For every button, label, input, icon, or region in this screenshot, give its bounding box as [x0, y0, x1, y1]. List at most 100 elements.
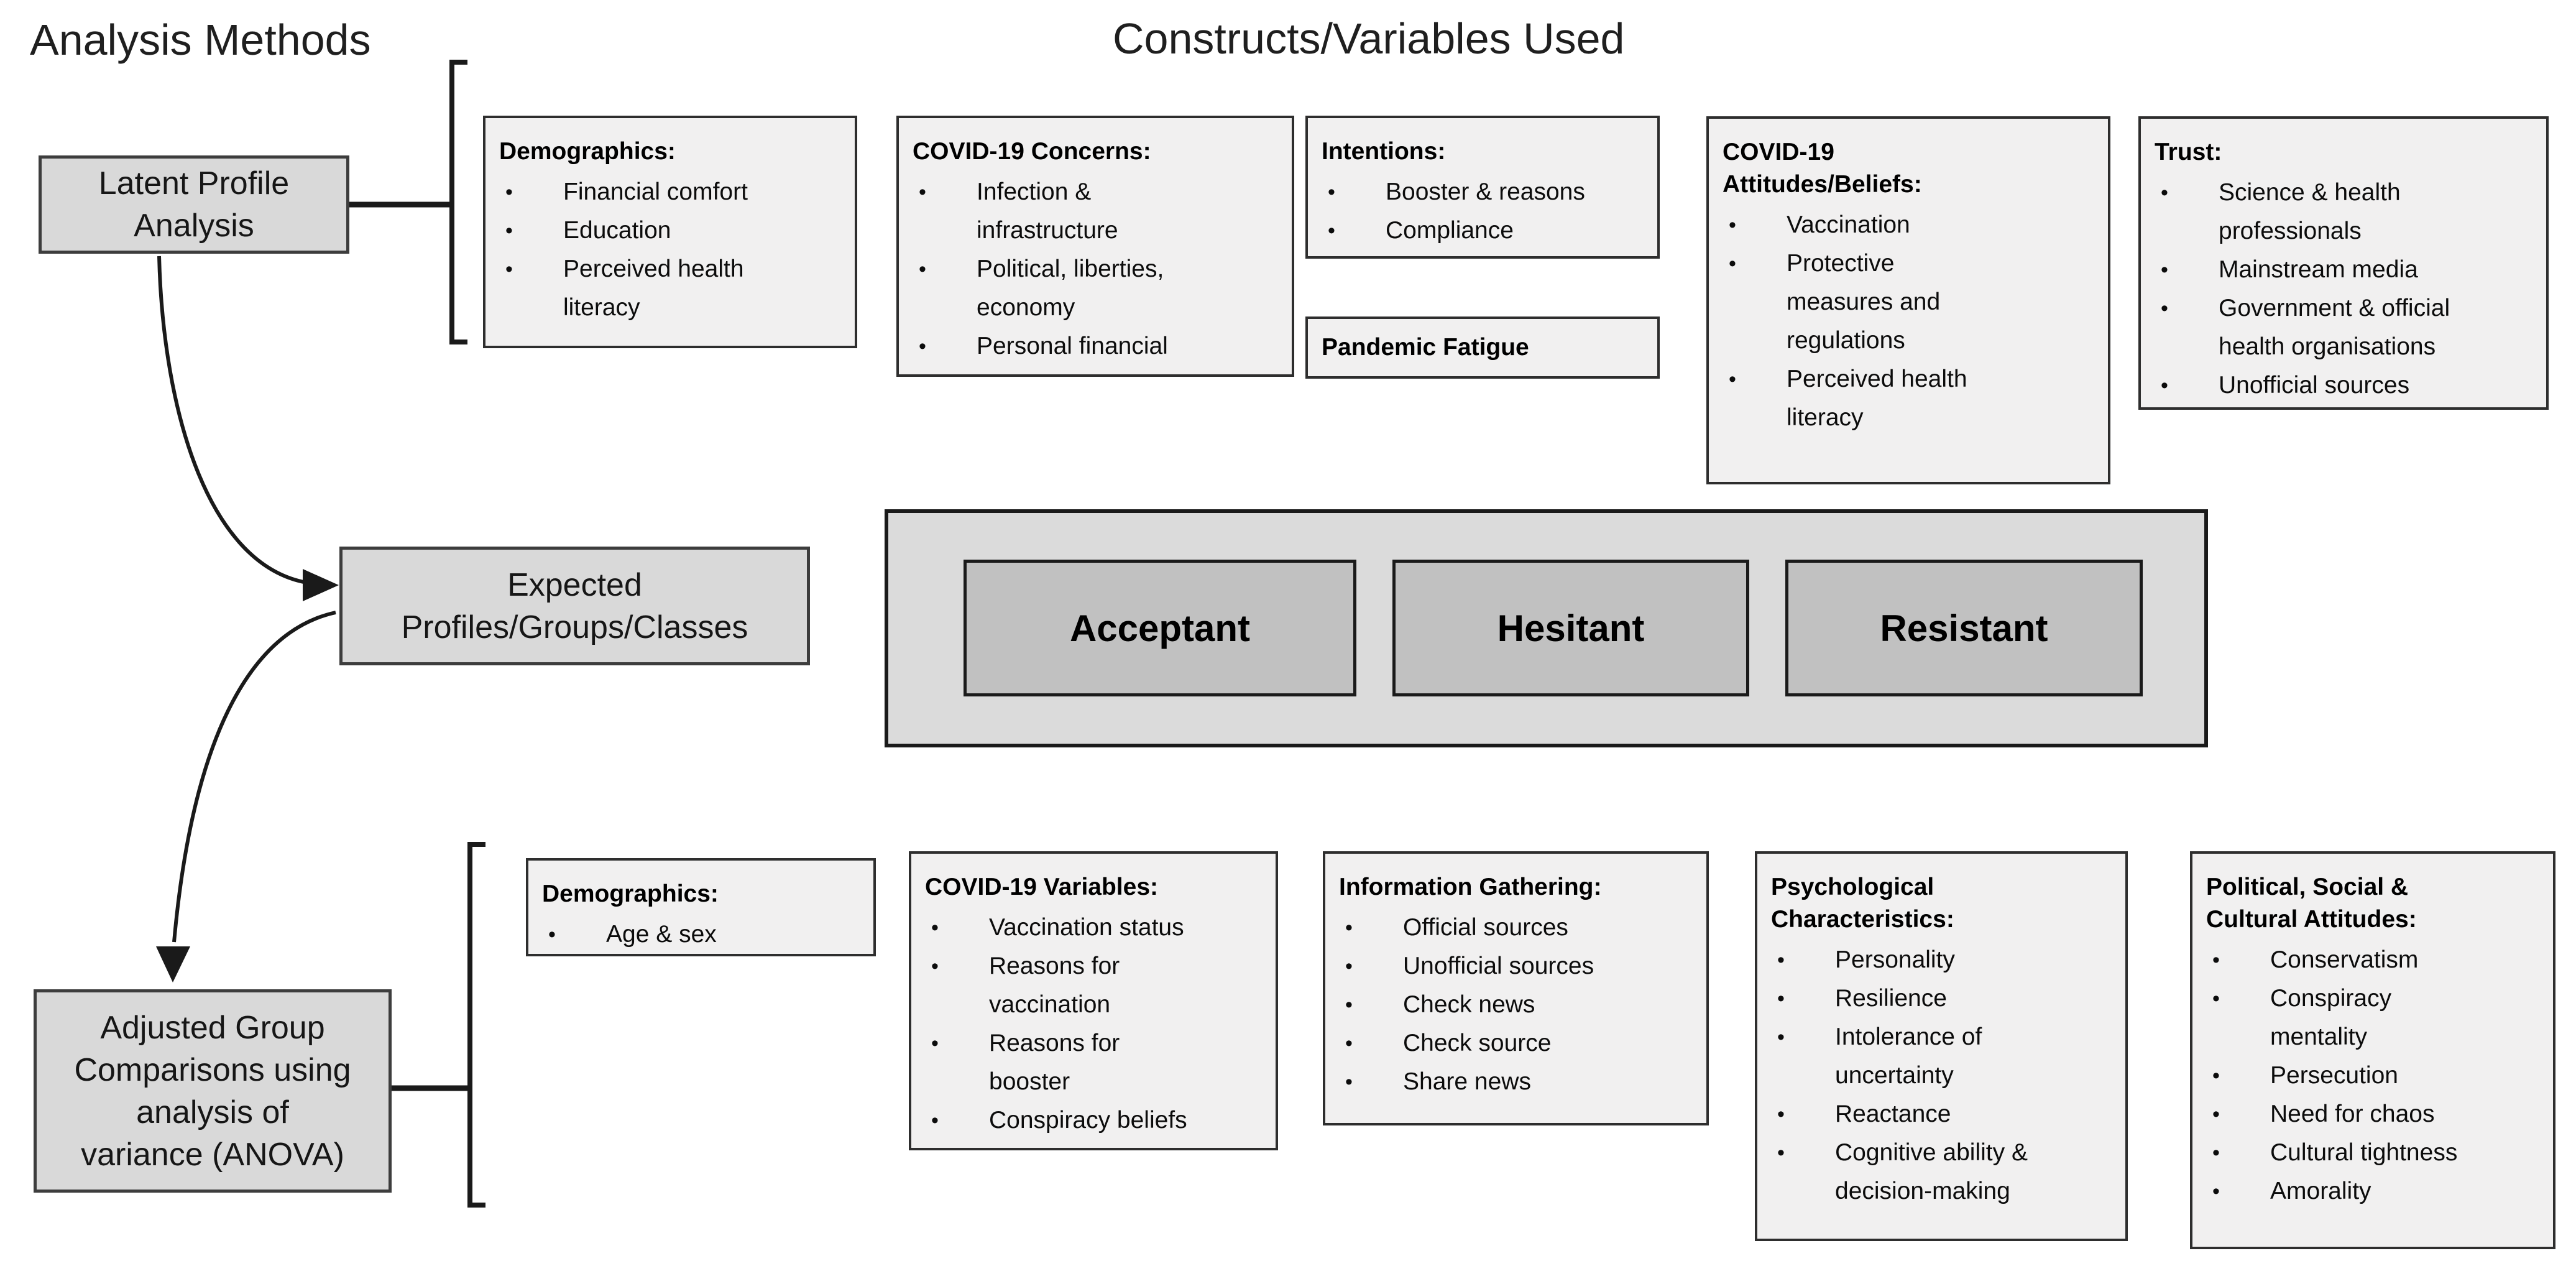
profile-box-hesitant: Hesitant [1392, 560, 1749, 696]
list-item-text: Protective measures and regulations [1787, 250, 1941, 354]
bullet-icon: • [505, 219, 513, 243]
list-item: •Need for chaos [2206, 1095, 2538, 1134]
bullet-icon: • [1777, 948, 1785, 972]
list-item: • Government & official health organisati… [2155, 289, 2531, 366]
list-item-text: Age & sex [606, 921, 717, 948]
list-item-text: Unofficial sources [1403, 953, 1594, 979]
bullet-icon: • [1729, 367, 1736, 391]
list-item-text: Infection & infrastructure [977, 178, 1118, 244]
list-item: • Perceived health literacy [499, 250, 840, 327]
list-item: • Financial comfort [499, 173, 840, 211]
bullet-icon: • [919, 335, 926, 358]
bullet-icon: • [1777, 1025, 1785, 1049]
box-title: COVID-19 Variables: [925, 874, 1158, 900]
bullet-icon: • [1345, 916, 1353, 940]
bullet-icon: • [505, 257, 513, 281]
box-covid-concerns: COVID-19 Concerns: • Infection & infrastr… [896, 116, 1294, 377]
list-item: •Share news [1339, 1063, 1691, 1101]
method-box-latent-profile-analysis: Latent Profile Analysis [39, 155, 349, 254]
box-demographics-top: Demographics: • Financial comfort • Educati… [483, 116, 857, 348]
arrow-lpa-to-expected [157, 256, 311, 585]
list-item-text: Mainstream media [2219, 256, 2418, 283]
profile-box-resistant: Resistant [1785, 560, 2143, 696]
box-title: Intentions: [1322, 138, 1446, 165]
list-item: • Reactance [1771, 1095, 2110, 1134]
list-item-text: Persecution [2270, 1062, 2398, 1089]
list-item-text: Perceived health literacy [563, 256, 744, 321]
list-item: • Perceived health literacy [1723, 360, 2093, 437]
bullet-icon: • [2161, 181, 2168, 205]
bullet-icon: • [1777, 1102, 1785, 1126]
list-item-text: Government & official health organisatio… [2219, 295, 2450, 360]
list-item: •Official sources [1339, 908, 1691, 947]
list-item: • Science & health professionals [2155, 173, 2531, 251]
list-item-text: Conspiracy mentality [2270, 985, 2392, 1050]
list-item: •Conspiracy beliefs [925, 1101, 1261, 1140]
list-item: • Mainstream media [2155, 251, 2531, 289]
list-item-text: Amorality [2270, 1178, 2371, 1204]
list-item: • Personal financial [913, 327, 1277, 366]
list-item-text: Conspiracy beliefs [989, 1107, 1187, 1134]
list-item: • Conservatism [2206, 941, 2538, 979]
bullet-list: •Vaccination•Protective measures and reg… [1723, 206, 2093, 437]
bullet-list: •Vaccination status•Reasons for vaccinat… [925, 908, 1261, 1140]
bullet-icon: • [2212, 1064, 2220, 1088]
box-title: Psychological Characteristics: [1771, 874, 1954, 933]
list-item: •Cultural tightness [2206, 1134, 2538, 1172]
list-item-text: Education [563, 217, 671, 244]
bullet-list: •Booster & reasons•Compliance [1322, 173, 1642, 250]
list-item: • Personality [1771, 941, 2110, 979]
list-item: •Resilience [1771, 979, 2110, 1018]
bullet-icon: • [1345, 1070, 1353, 1094]
list-item: • Infection & infrastructure [913, 173, 1277, 250]
list-item: •Vaccination [1723, 206, 2093, 244]
box-title: COVID-19 Concerns: [913, 138, 1151, 165]
bullet-icon: • [2161, 297, 2168, 320]
list-item: •Age & sex [542, 915, 858, 954]
bullet-list: •Infection & infrastructure•Political, l… [913, 173, 1277, 366]
box-title: Information Gathering: [1339, 874, 1602, 900]
method-box-anova: Adjusted Group Comparisons using analysi… [34, 989, 392, 1193]
list-item-text: Vaccination [1787, 211, 1910, 238]
bullet-icon: • [505, 180, 513, 204]
box-pandemic-fatigue: Pandemic Fatigue [1305, 316, 1660, 379]
list-item-text: Check news [1403, 991, 1535, 1018]
list-item: • Protective measures and regulations [1723, 244, 2093, 360]
box-title: Demographics: [499, 138, 676, 165]
list-item-text: Perceived health literacy [1787, 366, 1967, 431]
list-item-text: Cognitive ability & decision-making [1835, 1139, 2028, 1204]
list-item-text: Booster & reasons [1386, 178, 1585, 205]
list-item-text: Check source [1403, 1030, 1552, 1056]
list-item-text: Personal financial [977, 333, 1168, 359]
bullet-icon: • [2161, 374, 2168, 397]
bullet-icon: • [2212, 948, 2220, 972]
box-political-cultural: Political, Social & Cultural Attitudes: … [2190, 851, 2555, 1249]
list-item-text: Need for chaos [2270, 1101, 2435, 1127]
list-item-text: Conservatism [2270, 946, 2419, 973]
list-item-text: Intolerance of uncertainty [1835, 1023, 1982, 1089]
bullet-icon: • [931, 954, 939, 978]
list-item-text: Financial comfort [563, 178, 748, 205]
list-item: •Conspiracy mentality [2206, 979, 2538, 1056]
profile-box-acceptant: Acceptant [964, 560, 1356, 696]
bullet-icon: • [1328, 219, 1335, 243]
bullet-list: • Science & health professionals • Mainstre… [2155, 173, 2531, 405]
arrow-expected-to-anova [172, 611, 336, 943]
list-item-text: Personality [1835, 946, 1955, 973]
bottom-bracket [467, 842, 485, 1208]
list-item-text: Reactance [1835, 1101, 1951, 1127]
box-covid-attitudes: COVID-19 Attitudes/Beliefs: •Vaccination… [1706, 116, 2110, 484]
bullet-icon: • [919, 180, 926, 204]
top-bracket [449, 60, 467, 344]
bullet-icon: • [1345, 1032, 1353, 1055]
list-item: • Education [499, 211, 840, 250]
box-intentions: Intentions: •Booster & reasons•Complianc… [1305, 116, 1660, 259]
bullet-list: • Financial comfort • Education • Perceived h… [499, 173, 840, 327]
bullet-icon: • [2161, 258, 2168, 282]
bullet-icon: • [1729, 252, 1736, 275]
box-psychological: Psychological Characteristics: • Personal… [1755, 851, 2128, 1241]
bullet-icon: • [1777, 987, 1785, 1010]
box-title: Trust: [2155, 139, 2222, 165]
list-item-text: Science & health professionals [2219, 179, 2401, 244]
